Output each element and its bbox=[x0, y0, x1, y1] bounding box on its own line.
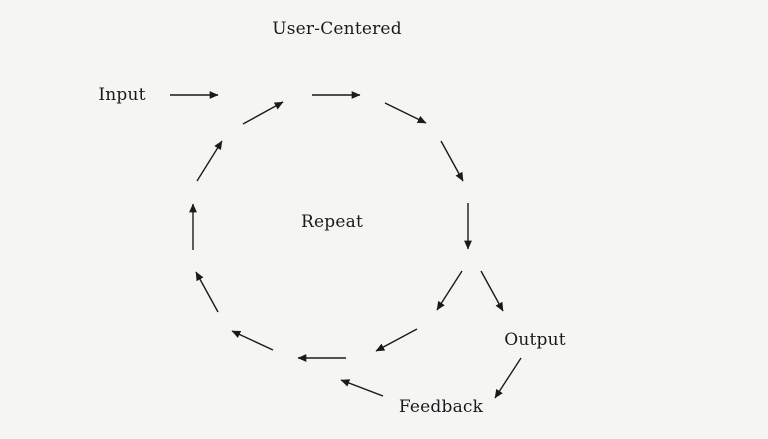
arrow-output-to-feedback bbox=[494, 357, 522, 399]
arrow-cycle-topleft-rise bbox=[242, 101, 284, 125]
arrow-cycle-topright-fall bbox=[384, 102, 427, 124]
repeat-label: Repeat bbox=[301, 212, 363, 232]
arrow-feedback-to-cycle bbox=[340, 379, 384, 397]
arrow-fork-to-output bbox=[480, 270, 504, 312]
arrow-cycle-bottomleft-rise bbox=[231, 330, 274, 351]
arrow-cycle-right-upper bbox=[440, 140, 464, 182]
arrow-cycle-left-upper bbox=[196, 140, 223, 182]
input-label: Input bbox=[98, 85, 146, 105]
title-label: User-Centered bbox=[272, 19, 402, 39]
arrow-cycle-fork-left bbox=[436, 270, 463, 311]
feedback-label: Feedback bbox=[398, 397, 484, 417]
arrow-cycle-bottom-right bbox=[375, 328, 418, 352]
arrow-cycle-left-lower bbox=[195, 271, 219, 313]
arrow-group bbox=[170, 91, 522, 399]
output-label: Output bbox=[504, 330, 566, 350]
